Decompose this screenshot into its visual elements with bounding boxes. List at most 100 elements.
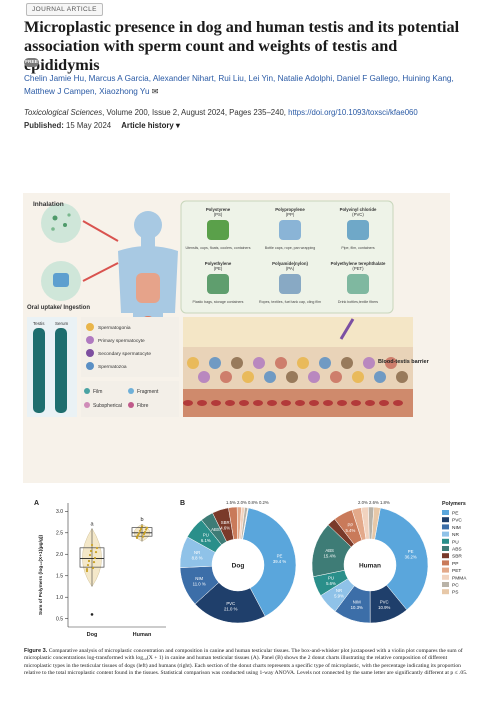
slice-label: NIM: [195, 576, 203, 581]
polymer-abbr: (PET): [352, 266, 364, 271]
cell-type-icon: [86, 349, 94, 357]
author-link[interactable]: Lei Yin: [248, 74, 274, 83]
cell-legend-panel: [81, 317, 179, 377]
figure-caption: Figure 3. Comparative analysis of microp…: [24, 648, 476, 677]
legend-swatch: [442, 553, 449, 559]
cell-type-icon: [86, 323, 94, 331]
polymer-name: Polystyrene: [206, 207, 231, 212]
outlier-point: [90, 613, 94, 616]
legend-swatch: [442, 517, 449, 523]
polymer-product-icon: [279, 274, 301, 294]
cell-type-label: Secondary spermatocyte: [98, 351, 151, 357]
author-link[interactable]: Chelin Jamie Hu: [24, 74, 85, 83]
data-point: [143, 531, 147, 534]
slice-label: PE: [408, 549, 414, 554]
legend-swatch: [442, 524, 449, 530]
published-line: Published: 15 May 2024 Article history ▾: [24, 121, 180, 130]
inhalation-particles-icon: [41, 203, 81, 243]
small-slice-labels: 1.5% 2.0% 0.8% 0.2%: [226, 500, 269, 505]
significance-letter: a: [90, 521, 94, 527]
legend-swatch: [442, 531, 449, 537]
data-point: [144, 528, 148, 531]
free-access-icon: FREE: [24, 58, 39, 67]
x-group-label: Dog: [87, 632, 98, 638]
donut-slice-ps: [242, 507, 249, 540]
slice-label: PU: [328, 575, 334, 580]
slice-label: ABS: [325, 548, 334, 553]
slice-label: 5.4%: [345, 528, 355, 533]
author-link[interactable]: Huining Kang: [402, 74, 452, 83]
data-point: [141, 535, 145, 538]
article-history-toggle[interactable]: Article history ▾: [121, 121, 180, 130]
small-slice-labels: 2.0% 2.6% 1.8%: [358, 500, 390, 505]
legend-label: NIM: [452, 525, 461, 531]
author-link[interactable]: Alexander Nihart: [152, 74, 214, 83]
slice-label: ABS: [211, 527, 220, 532]
testis-tube-icon: [33, 328, 45, 413]
polymer-uses: Pipe, film, containers: [341, 246, 375, 250]
slice-label: 6.1%: [201, 538, 211, 543]
author-link[interactable]: Xiaozhong Yu: [99, 87, 150, 96]
corresponding-author-mail-icon[interactable]: ✉: [149, 87, 159, 96]
particle-shape-label: Film: [93, 389, 102, 395]
legend-label: PS: [452, 590, 458, 596]
slice-label: 10.3%: [351, 605, 363, 610]
polymer-abbr: (PVC): [352, 212, 364, 217]
cell-type-label: Spermatogonia: [98, 325, 131, 331]
slice-label: PVC: [226, 601, 235, 606]
polymer-card: Polypropylene(PP)Bottle caps, rope, pan …: [265, 207, 316, 250]
polymer-product-icon: [347, 220, 369, 240]
data-point: [137, 532, 141, 535]
particle-shape-label: Fragment: [137, 389, 159, 395]
slice-label: PP: [348, 523, 354, 528]
y-tick-label: 3.0: [56, 509, 63, 515]
author-list: Chelin Jamie Hu, Marcus A Garcia, Alexan…: [24, 74, 454, 96]
slice-label: 15.4%: [324, 554, 336, 559]
published-date: 15 May 2024: [66, 121, 112, 130]
polymer-abbr: (PP): [286, 212, 295, 217]
author-link[interactable]: Matthew J Campen: [24, 87, 95, 96]
y-tick-label: 1.5: [56, 574, 63, 580]
data-point: [88, 553, 92, 557]
data-point: [85, 568, 89, 571]
slice-label: 5.6%: [326, 581, 336, 586]
data-point: [92, 560, 96, 564]
legend-swatch: [442, 538, 449, 544]
author-link[interactable]: Daniel F Gallego: [336, 74, 398, 83]
legend-label: NR: [452, 532, 459, 538]
data-point: [136, 534, 140, 537]
doi-link[interactable]: https://doi.org/10.1093/toxsci/kfae060: [288, 108, 418, 117]
polymer-product-icon: [207, 274, 229, 294]
polymer-name: Polyamide(nylon): [272, 261, 308, 266]
slice-label: 4.6%: [220, 525, 230, 530]
slice-label: 8.8 %: [192, 556, 203, 561]
legend-label: PU: [452, 539, 459, 545]
legend-label: PE: [452, 511, 458, 517]
panel-a-y-axis-label: Sum of Polymers (log₁₀(X+1)(µg/g)): [38, 535, 44, 615]
legend-label: ABS: [452, 547, 462, 553]
author-link[interactable]: Natalie Adolphi: [277, 74, 333, 83]
data-point: [86, 563, 90, 567]
polymer-abbr: (PE): [214, 266, 223, 271]
figure-caption-label: Figure 3.: [24, 648, 48, 654]
slice-label: NIM: [353, 600, 361, 605]
data-point: [139, 527, 143, 531]
data-point: [140, 525, 144, 528]
y-tick-label: 0.5: [56, 617, 63, 623]
data-point: [93, 556, 97, 560]
polymer-name: Polyvinyl chloride: [340, 207, 377, 212]
author-link[interactable]: Marcus A Garcia: [88, 74, 149, 83]
polymer-types-panel: [180, 200, 394, 314]
data-point: [138, 529, 142, 532]
x-group-label: Human: [133, 632, 152, 638]
cell-type-label: Spermatozoa: [98, 364, 127, 370]
panel-a-boxplot: A Sum of Polymers (log₁₀(X+1)(µg/g)) 0.5…: [30, 495, 168, 643]
polymer-product-icon: [347, 274, 369, 294]
donut-slice-ps: [371, 506, 381, 540]
author-link[interactable]: Rui Liu: [218, 74, 244, 83]
graphical-abstract-svg: Inhalation Oral uptake/ Ingestion Polyst…: [27, 200, 430, 417]
data-point: [142, 532, 146, 536]
